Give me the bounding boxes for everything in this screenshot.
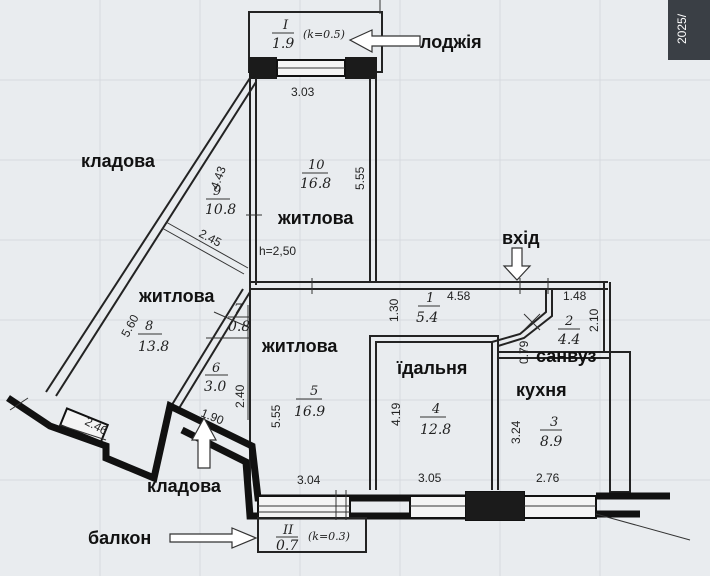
room-area: 0.7 <box>276 538 298 554</box>
dim-079: 0.79 <box>517 340 531 364</box>
loggia-pier-right <box>345 57 377 79</box>
label-bathroom: санвуз <box>536 346 597 366</box>
room-II: II 0.7 (k=0.3) <box>276 523 350 554</box>
room-2: 2 4.4 <box>557 314 580 348</box>
diagonal-wall <box>45 77 257 397</box>
room-area: 12.8 <box>420 422 451 438</box>
label-living-3: житлова <box>261 336 338 356</box>
dim-305: 3.05 <box>418 471 442 485</box>
corner-strip <box>668 0 710 60</box>
window-bottom-left <box>58 407 110 443</box>
room-number: 6 <box>212 361 220 376</box>
room-area: 16.8 <box>300 176 331 192</box>
room-number: 4 <box>431 402 440 417</box>
inner-partitions <box>369 290 631 493</box>
entrance-arrow-icon <box>502 247 532 281</box>
label-balcony: балкон <box>88 528 151 548</box>
dim-210: 2.10 <box>587 308 601 332</box>
dim-148: 1.48 <box>563 289 587 303</box>
exterior-wall-bottom <box>6 395 350 502</box>
room-10: 10 16.8 <box>300 158 331 192</box>
room-number: 3 <box>550 415 558 430</box>
room-5: 5 16.9 <box>294 384 325 420</box>
room-8: 8 13.8 <box>138 319 169 355</box>
dim-240: 2.40 <box>233 384 247 408</box>
label-entrance: вхід <box>502 228 540 248</box>
label-loggia: лоджія <box>420 32 482 52</box>
label-living-1: житлова <box>277 208 354 228</box>
room-number: 5 <box>310 384 318 399</box>
label-dining: їдальня <box>396 358 467 378</box>
room-6: 6 3.0 <box>204 361 228 395</box>
dim-276: 2.76 <box>536 471 560 485</box>
room-number: I <box>282 18 289 33</box>
room-number: 2 <box>564 314 573 329</box>
room-9: 9 10.8 <box>205 184 236 218</box>
room-area: 4.4 <box>557 332 580 348</box>
room-area: 10.8 <box>205 202 236 218</box>
dim-130: 1.30 <box>387 298 401 322</box>
bottom-pier <box>466 492 524 520</box>
corridor-walls <box>250 278 611 352</box>
room-area: 16.9 <box>294 404 325 420</box>
room-area: 8.9 <box>540 434 562 450</box>
left-partitions <box>169 288 251 420</box>
dim-419: 4.19 <box>389 402 403 426</box>
label-kitchen: кухня <box>516 380 567 400</box>
room-coefficient: (k=0.5) <box>303 28 345 41</box>
room-coefficient: (k=0.3) <box>308 530 350 543</box>
room-area: 0.8 <box>228 319 250 335</box>
dim-304: 3.04 <box>297 473 321 487</box>
room-number: 9 <box>213 184 221 199</box>
dim-555-top: 5.55 <box>353 166 367 190</box>
room-7: 7 0.8 <box>228 302 250 335</box>
room-number: 7 <box>234 302 243 317</box>
room-area: 3.0 <box>204 379 226 395</box>
room-number: 8 <box>145 319 153 334</box>
dim-555-bottom: 5.55 <box>269 404 283 428</box>
room-area: 5.4 <box>416 310 438 326</box>
room-area: 1.9 <box>272 36 294 52</box>
room-4: 4 12.8 <box>420 402 451 438</box>
balcony-arrow-icon <box>169 527 258 549</box>
room-I: I 1.9 (k=0.5) <box>272 18 345 52</box>
label-storage-top: кладова <box>81 151 156 171</box>
ceiling-height: h=2,50 <box>259 244 296 258</box>
corner-text: 2025/ <box>675 13 689 44</box>
loggia-pier-left <box>249 57 277 79</box>
room-3: 3 8.9 <box>540 415 562 450</box>
dim-303: 3.03 <box>291 85 315 99</box>
storage-arrow-icon <box>190 416 218 469</box>
room-number: II <box>282 523 294 538</box>
loggia-arrow-icon <box>348 29 421 54</box>
room-number: 1 <box>426 291 434 306</box>
room-1: 1 5.4 <box>416 291 440 326</box>
dim-324: 3.24 <box>509 420 523 444</box>
label-living-2: житлова <box>138 286 215 306</box>
balcony-rail <box>9 397 29 411</box>
room-area: 13.8 <box>138 339 169 355</box>
balcony-box <box>257 517 367 553</box>
dim-458: 4.58 <box>447 289 471 303</box>
room-number: 10 <box>308 158 325 173</box>
label-storage-bottom: кладова <box>147 476 222 496</box>
